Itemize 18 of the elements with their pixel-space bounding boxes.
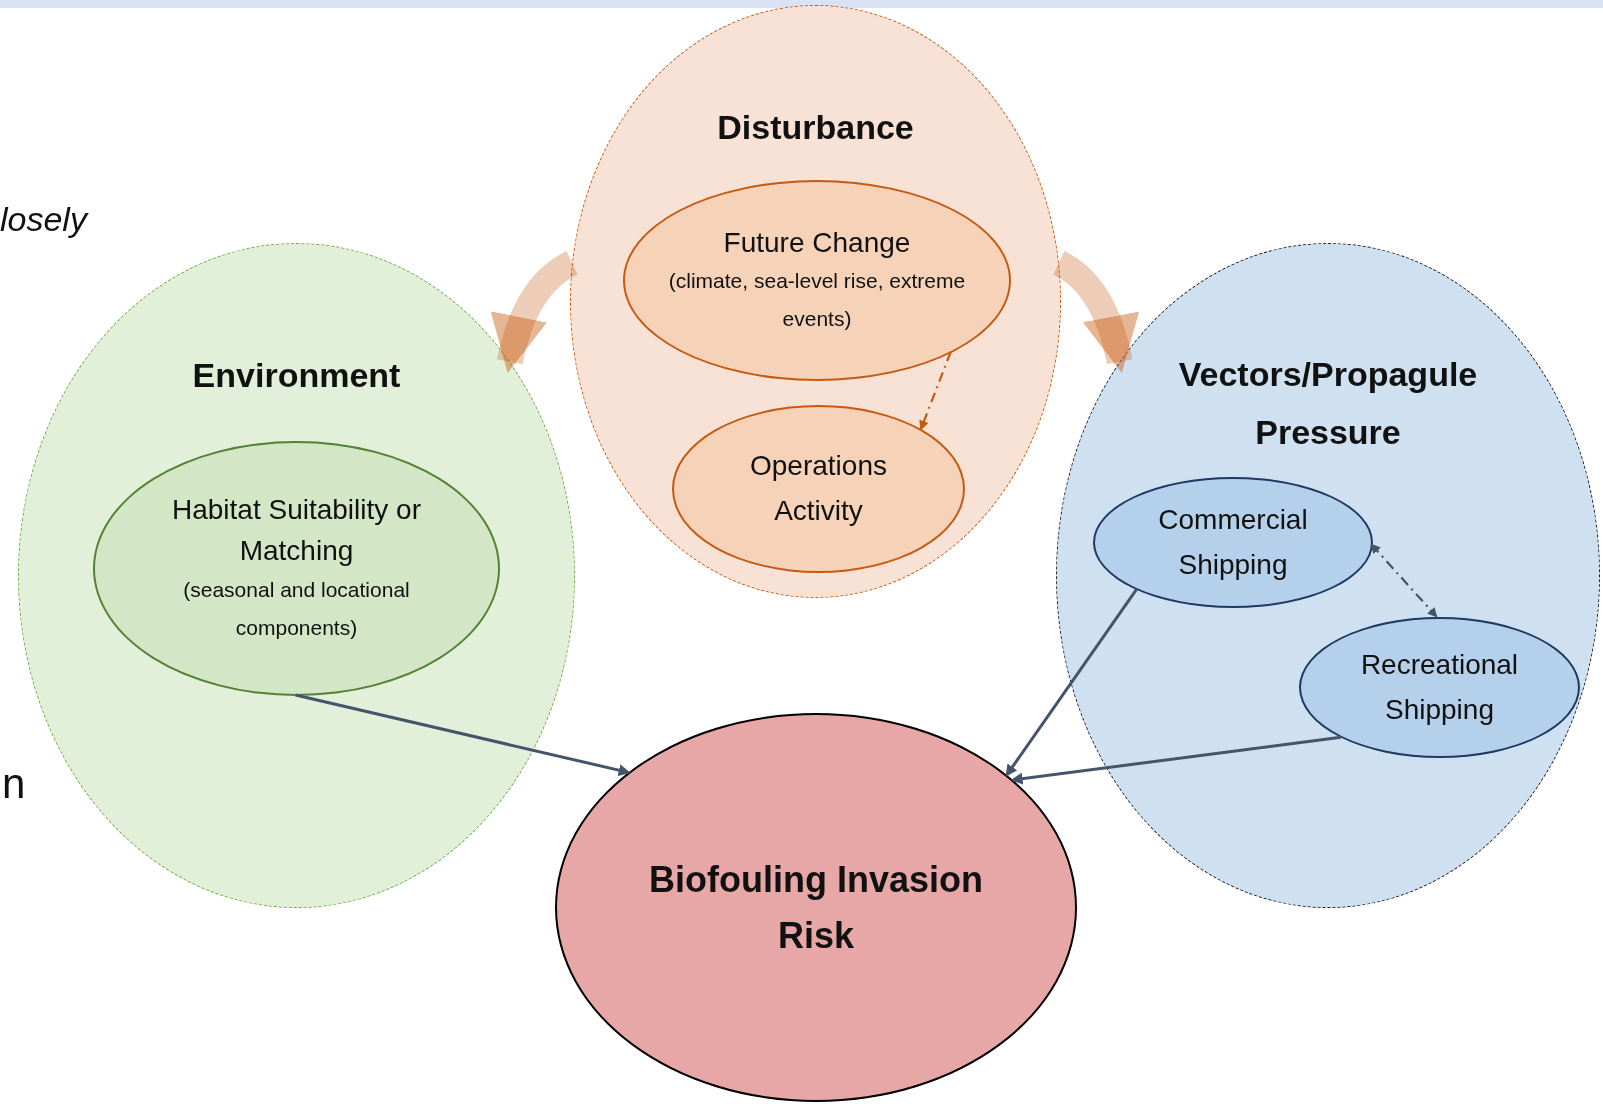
- node-text: Habitat Suitability or Matching: [171, 493, 422, 568]
- cut-off-text: n: [2, 760, 26, 808]
- node-text: Recreational Shipping: [1359, 647, 1520, 727]
- node-text: Biofouling Invasion Risk: [648, 857, 984, 958]
- arrow: [1005, 588, 1138, 777]
- node-text: Commercial Shipping: [1157, 502, 1309, 582]
- node-text: Future Change: [723, 226, 911, 261]
- arrow: [1370, 543, 1438, 618]
- group-heading: Environment: [192, 355, 401, 396]
- group-heading: Disturbance: [717, 107, 914, 148]
- arrow: [295, 693, 631, 777]
- arrow: [1010, 735, 1342, 785]
- node-subtext: (seasonal and locational components): [182, 577, 411, 642]
- cut-off-text: losely: [0, 200, 87, 239]
- node-subtext: (climate, sea-level rise, extreme events): [667, 268, 967, 333]
- node-text: Operations Activity: [749, 449, 888, 528]
- group-heading: Vectors/Propagule Pressure: [1177, 354, 1479, 453]
- arrow: [919, 351, 952, 431]
